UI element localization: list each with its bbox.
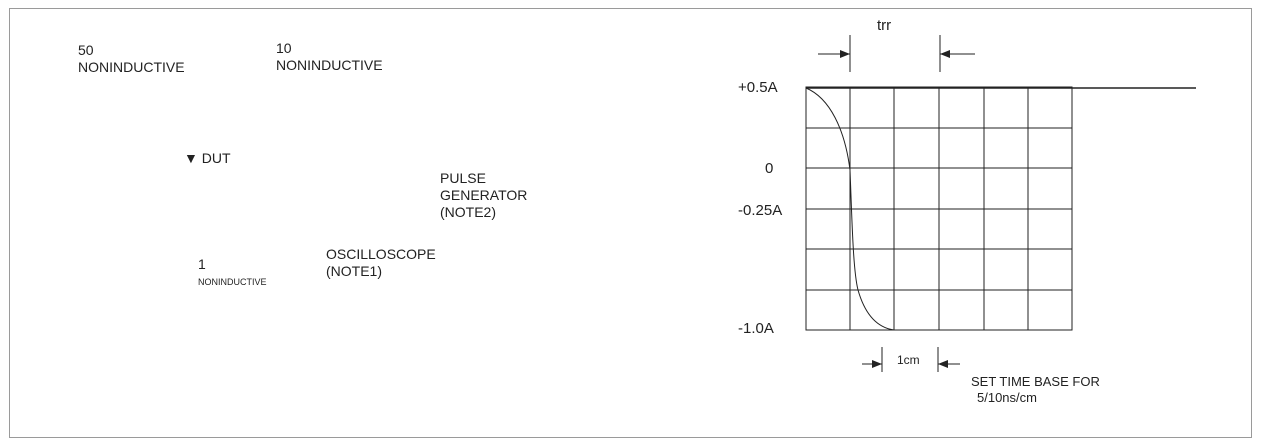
r10-note: NONINDUCTIVE [276,57,383,73]
r50-value: 50 [78,42,94,58]
pulse-generator-note: (NOTE2) [440,204,496,220]
recovery-waveform [805,87,895,331]
scope-grid [805,86,1073,331]
oscilloscope-note: (NOTE1) [326,263,382,279]
trr-label: trr [877,17,892,34]
r1-value: 1 [198,256,206,272]
pulse-generator-line2: GENERATOR [440,187,528,203]
dut-label: DUT [201,150,231,166]
y-label-zero: 0 [765,160,774,177]
r1-note: NONINDUCTIVE [198,277,267,287]
y-label-plus-0-5a: +0.5A [738,79,778,96]
y-label-minus-0-25a: -0.25A [738,202,783,219]
scale-markers [862,347,960,372]
dut-triangle-icon: ▼ [184,150,198,166]
y-label-minus-1-0a: -1.0A [738,320,774,337]
timebase-line1: SET TIME BASE FOR [971,374,1100,389]
r10-value: 10 [276,40,292,56]
oscilloscope-line1: OSCILLOSCOPE [326,246,436,262]
trr-markers [818,35,975,72]
diagram-frame [9,8,1252,438]
pulse-generator-line1: PULSE [440,170,486,186]
r50-note: NONINDUCTIVE [78,59,185,75]
dut-marker: ▼ DUT [184,150,231,166]
scale-label: 1cm [897,353,920,367]
timebase-line2: 5/10ns/cm [977,390,1037,405]
